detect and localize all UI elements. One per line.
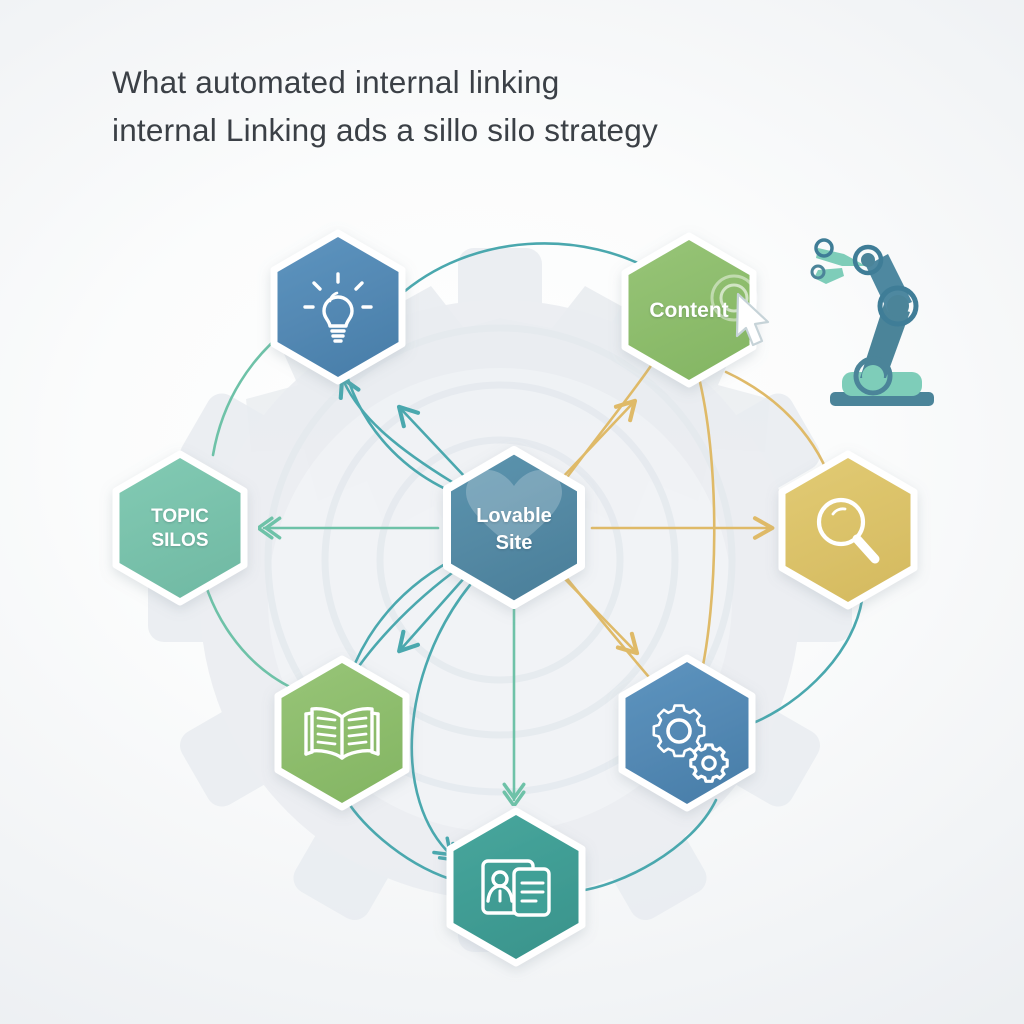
inner-arc-center-profile-curve xyxy=(410,583,472,856)
cursor-click-icon xyxy=(710,274,770,347)
node-content[interactable] xyxy=(621,232,757,388)
spoke-center-to-automation-diag xyxy=(560,574,640,656)
ring-arc-search-automation xyxy=(740,598,864,729)
spoke-center-to-knowledge-diag xyxy=(397,574,468,654)
node-topic-silos[interactable] xyxy=(112,450,248,606)
node-search-hexagon[interactable] xyxy=(778,450,918,610)
id-card-icon xyxy=(481,859,551,917)
robot-arm-illustration xyxy=(810,238,934,406)
gears-icon xyxy=(652,704,729,783)
spoke-group xyxy=(264,398,775,800)
node-automation-hexagon[interactable] xyxy=(618,654,756,812)
ring-arc-automation-profile xyxy=(576,798,718,893)
open-book-icon xyxy=(304,707,380,760)
spoke-center-to-idea-diag xyxy=(396,404,468,480)
title-line-1: What automated internal linking xyxy=(112,64,560,100)
inner-arc-center-idea xyxy=(338,376,454,484)
concentric-rings-watermark xyxy=(264,324,736,796)
node-knowledge[interactable] xyxy=(274,655,410,811)
node-lovable-site[interactable] xyxy=(443,446,585,609)
title-line-2: internal Linking ads a sillo silo strate… xyxy=(112,112,658,148)
node-search[interactable] xyxy=(778,450,918,610)
node-idea[interactable] xyxy=(270,229,406,385)
ring-arc-idea-content xyxy=(396,242,662,299)
node-idea-hexagon[interactable] xyxy=(270,229,406,385)
spoke-center-to-content-diag xyxy=(560,398,638,480)
magnifier-icon xyxy=(816,497,880,564)
node-automation[interactable] xyxy=(618,654,756,812)
node-topic-silos-hexagon[interactable] xyxy=(112,450,248,606)
node-content-hexagon[interactable] xyxy=(621,232,757,388)
heart-icon xyxy=(466,470,562,549)
node-profile[interactable] xyxy=(446,807,586,967)
page-title: What automated internal linking internal… xyxy=(112,58,812,154)
robot-joints xyxy=(810,238,919,396)
lightbulb-icon xyxy=(303,272,373,343)
inner-arc-content-down xyxy=(698,380,716,682)
